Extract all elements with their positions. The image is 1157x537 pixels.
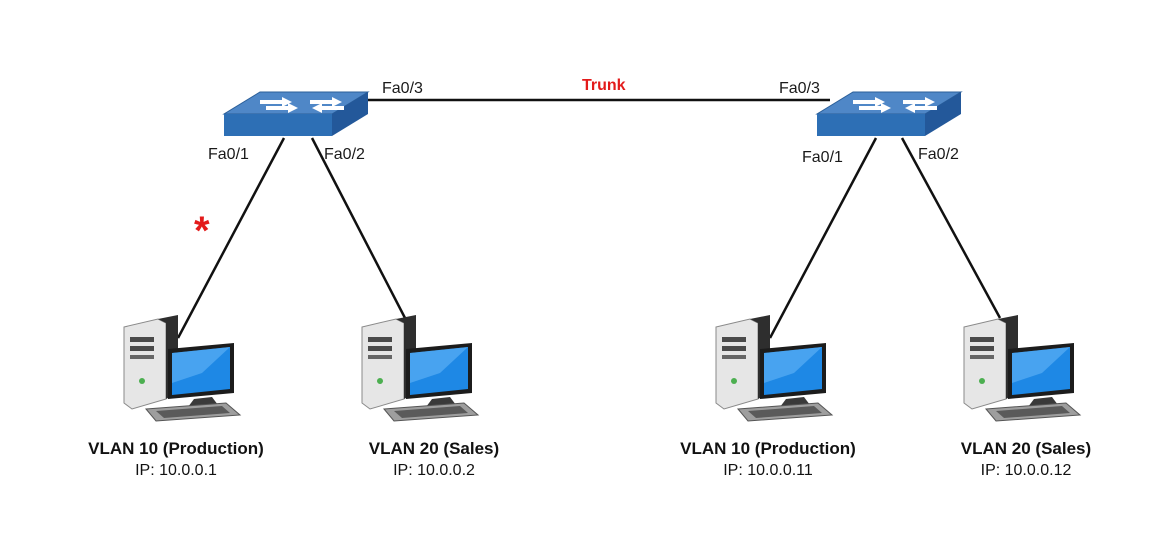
host-caption: VLAN 20 (Sales) IP: 10.0.0.12 bbox=[906, 438, 1146, 482]
port-label-fa01: Fa0/1 bbox=[802, 149, 843, 166]
port-label-fa03: Fa0/3 bbox=[779, 80, 820, 97]
switch-icon bbox=[815, 91, 963, 136]
port-label-fa03: Fa0/3 bbox=[382, 80, 423, 97]
link-right-fa02 bbox=[900, 137, 1002, 319]
port-label-fa02: Fa0/2 bbox=[918, 146, 959, 163]
link-left-fa02 bbox=[310, 137, 407, 319]
host-caption: VLAN 10 (Production) IP: 10.0.0.11 bbox=[648, 438, 888, 482]
ip-label: IP: 10.0.0.11 bbox=[723, 462, 813, 479]
vlan-label: VLAN 10 (Production) bbox=[88, 439, 264, 458]
host-caption: VLAN 20 (Sales) IP: 10.0.0.2 bbox=[314, 438, 554, 482]
switch-icon bbox=[222, 91, 370, 136]
port-label-fa02: Fa0/2 bbox=[324, 146, 365, 163]
computer-icon bbox=[963, 315, 1082, 422]
computer-icon bbox=[715, 315, 834, 422]
link-right-fa01 bbox=[768, 137, 878, 339]
vlan-label: VLAN 20 (Sales) bbox=[368, 439, 500, 458]
port-label-fa01: Fa0/1 bbox=[208, 146, 249, 163]
host-caption: VLAN 10 (Production) IP: 10.0.0.1 bbox=[56, 438, 296, 482]
trunk-label: Trunk bbox=[582, 77, 626, 94]
vlan-label: VLAN 20 (Sales) bbox=[960, 439, 1092, 458]
ip-label: IP: 10.0.0.12 bbox=[980, 462, 1072, 479]
ip-label: IP: 10.0.0.1 bbox=[135, 462, 217, 479]
asterisk-icon: * bbox=[194, 209, 210, 253]
computer-icon bbox=[123, 315, 242, 422]
ip-label: IP: 10.0.0.2 bbox=[393, 462, 475, 479]
vlan-label: VLAN 10 (Production) bbox=[680, 439, 856, 458]
link-left-fa01 bbox=[176, 137, 286, 339]
computer-icon bbox=[361, 315, 480, 422]
